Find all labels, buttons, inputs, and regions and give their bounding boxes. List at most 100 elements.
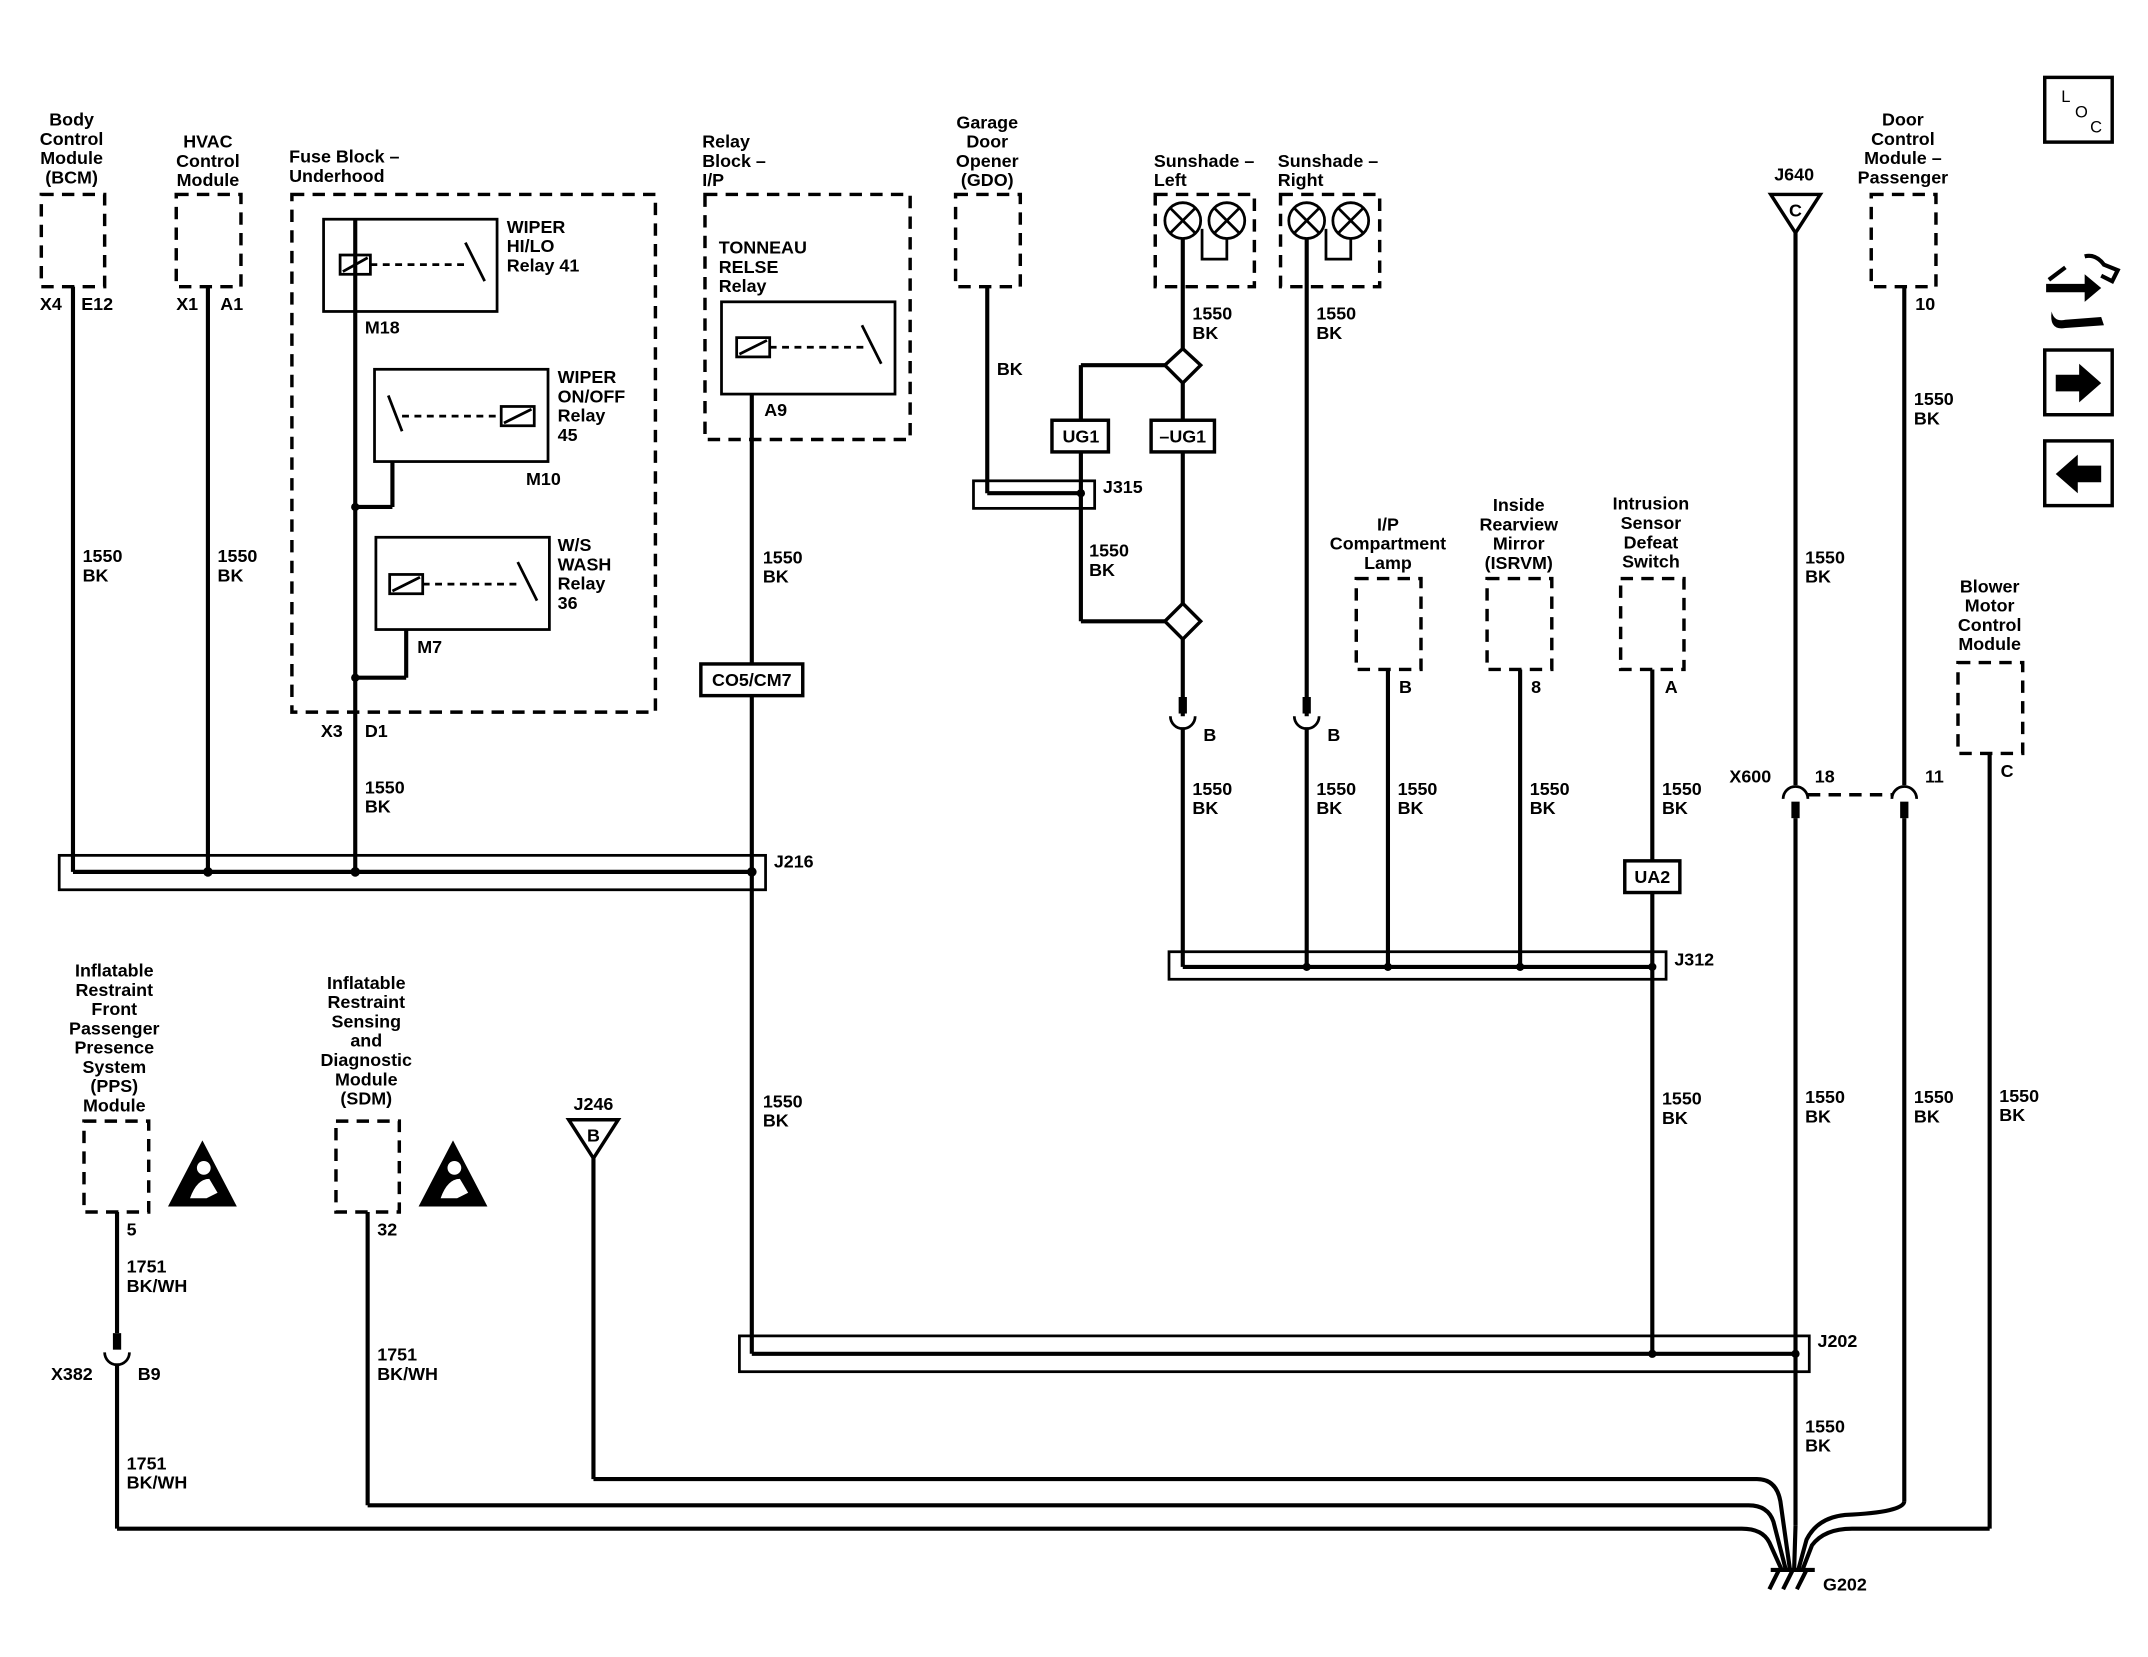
diagnostic-wrench-icon	[2046, 253, 2121, 329]
bcm-label-3: Module	[40, 148, 103, 168]
intrusion-label-1: Intrusion	[1613, 494, 1690, 514]
j202-wire-color: BK	[1805, 1436, 1831, 1456]
intrusion-wire-color: BK	[1662, 798, 1688, 818]
sdm-label-6: Module	[335, 1069, 398, 1089]
bcm-pin: E12	[81, 294, 113, 314]
pps-label-7: (PPS)	[90, 1076, 138, 1096]
x600-wire-circuit-b: 1550	[1914, 1087, 1954, 1107]
sun-right-wire2-color: BK	[1316, 798, 1342, 818]
isrvm-wire-circuit: 1550	[1530, 779, 1570, 799]
splice-diamond-icon	[1162, 346, 1204, 386]
fuse-wire-circuit: 1550	[365, 777, 405, 797]
previous-page-button[interactable]	[2043, 439, 2114, 508]
door-wire-color: BK	[1914, 408, 1940, 428]
hvac-label-3: Module	[177, 170, 240, 190]
bcm-label-2: Control	[40, 129, 104, 149]
loc-button[interactable]: L O C	[2043, 75, 2114, 144]
j216-splice-pack	[57, 853, 767, 892]
x600-connector	[1781, 785, 1919, 819]
intrusion-label-3: Defeat	[1624, 532, 1679, 552]
sunshade-right-label-2: Right	[1278, 170, 1324, 190]
intrusion-label-4: Switch	[1622, 552, 1680, 572]
relay-block-label-3: I/P	[702, 170, 724, 190]
sun-right-wire-circuit: 1550	[1316, 304, 1356, 324]
sun-right-wire-color: BK	[1316, 323, 1342, 343]
tonneau-label-1: TONNEAU	[719, 238, 807, 258]
gdo-label-3: Opener	[956, 151, 1019, 171]
bcm-connector: X4	[40, 294, 62, 314]
hvac-label-1: HVAC	[183, 132, 232, 152]
blower-motor-control-module: Blower Motor Control Module C	[1956, 576, 2025, 781]
sunshade-right-connector	[1292, 697, 1321, 731]
isrvm-box	[1485, 576, 1554, 672]
garage-door-opener: Garage Door Opener (GDO)	[953, 112, 1023, 289]
tonneau-pin: A9	[764, 400, 787, 420]
relay-wire-color: BK	[763, 567, 789, 587]
sun-left-pin: B	[1203, 725, 1216, 745]
sun-right-wire2-circuit: 1550	[1316, 779, 1356, 799]
wiper-onoff-coil	[499, 405, 536, 428]
sunshade-right: Sunshade – Right	[1278, 151, 1382, 289]
co5-cm7-label: CO5/CM7	[712, 670, 792, 690]
fuse-block-pin: D1	[365, 721, 388, 741]
relay-wire2-color: BK	[763, 1111, 789, 1131]
wiper-hilo-relay	[322, 217, 499, 313]
j312-splice-pack	[1167, 950, 1668, 981]
x382-connector	[103, 1333, 131, 1367]
relay-block-box	[703, 192, 912, 442]
wiper-hilo-label-3: Relay 41	[507, 256, 580, 276]
pps-pin: 5	[127, 1219, 137, 1239]
j315-wire-color: BK	[1089, 560, 1115, 580]
wiper-onoff-label-4: 45	[558, 425, 578, 445]
blower-label-2: Motor	[1965, 596, 2015, 616]
bulb-icon	[1331, 201, 1371, 240]
loc-letter-o: O	[2075, 102, 2088, 121]
j315-splice-pack	[972, 479, 1097, 510]
x600-wire-circuit-a: 1550	[1805, 1087, 1845, 1107]
sunshade-left-label-1: Sunshade –	[1154, 151, 1254, 171]
ws-wash-label-4: 36	[558, 593, 578, 613]
relay-block-label-2: Block –	[702, 151, 766, 171]
loc-icon: L O C	[2061, 87, 2102, 136]
gdo-box	[953, 192, 1023, 289]
x600-label: X600	[1729, 766, 1771, 786]
splice-diamond-icon	[1162, 600, 1204, 642]
air-bag-warning-icon	[418, 1140, 488, 1207]
door-label-2: Control	[1871, 129, 1935, 149]
sdm-label-7: (SDM)	[340, 1089, 392, 1109]
sdm-label-3: Sensing	[331, 1011, 401, 1031]
bcm-label-1: Body	[49, 110, 94, 130]
blower-label-4: Module	[1958, 634, 2021, 654]
sun-left-wire-color: BK	[1192, 323, 1218, 343]
j202-splice-pack	[738, 1334, 1811, 1374]
diagnostic-wrench-button[interactable]	[2046, 253, 2121, 329]
air-bag-warning-icon	[167, 1140, 237, 1207]
pps-wire-circuit: 1751	[127, 1257, 167, 1277]
intrusion-sensor-defeat-switch: Intrusion Sensor Defeat Switch A	[1613, 494, 1690, 697]
ip-lamp-wire-circuit: 1550	[1398, 779, 1438, 799]
next-page-button[interactable]	[2043, 348, 2114, 417]
sunshade-right-box	[1278, 192, 1382, 289]
pps-wire-color: BK/WH	[127, 1276, 188, 1296]
bcm-wire-color: BK	[83, 565, 109, 585]
fuse-block-box	[290, 192, 658, 714]
isrvm-label-4: (ISRVM)	[1485, 553, 1553, 573]
pps-label-1: Inflatable	[75, 961, 154, 981]
loc-letter-l: L	[2061, 87, 2070, 106]
x382-label: X382	[51, 1364, 93, 1384]
ws-wash-label-1: W/S	[558, 535, 592, 555]
sdm-wire-circuit: 1751	[377, 1345, 417, 1365]
j640-label: J640	[1774, 165, 1814, 185]
ip-lamp-label-1: I/P	[1377, 514, 1399, 534]
ip-lamp-pin: B	[1399, 677, 1412, 697]
tonneau-label-2: RELSE	[719, 257, 779, 277]
x382-wire-circuit: 1751	[127, 1453, 167, 1473]
gdo-label-2: Door	[966, 132, 1008, 152]
fuse-block-label-1: Fuse Block –	[289, 147, 399, 167]
pps-label-6: System	[82, 1057, 146, 1077]
co5-cm7-inline-connector	[699, 662, 805, 698]
ua2-label: UA2	[1634, 867, 1670, 887]
sdm-module: Inflatable Restraint Sensing and Diagnos…	[321, 973, 488, 1239]
wiper-onoff-label-2: ON/OFF	[558, 386, 626, 406]
intrusion-wire2-color: BK	[1662, 1108, 1688, 1128]
